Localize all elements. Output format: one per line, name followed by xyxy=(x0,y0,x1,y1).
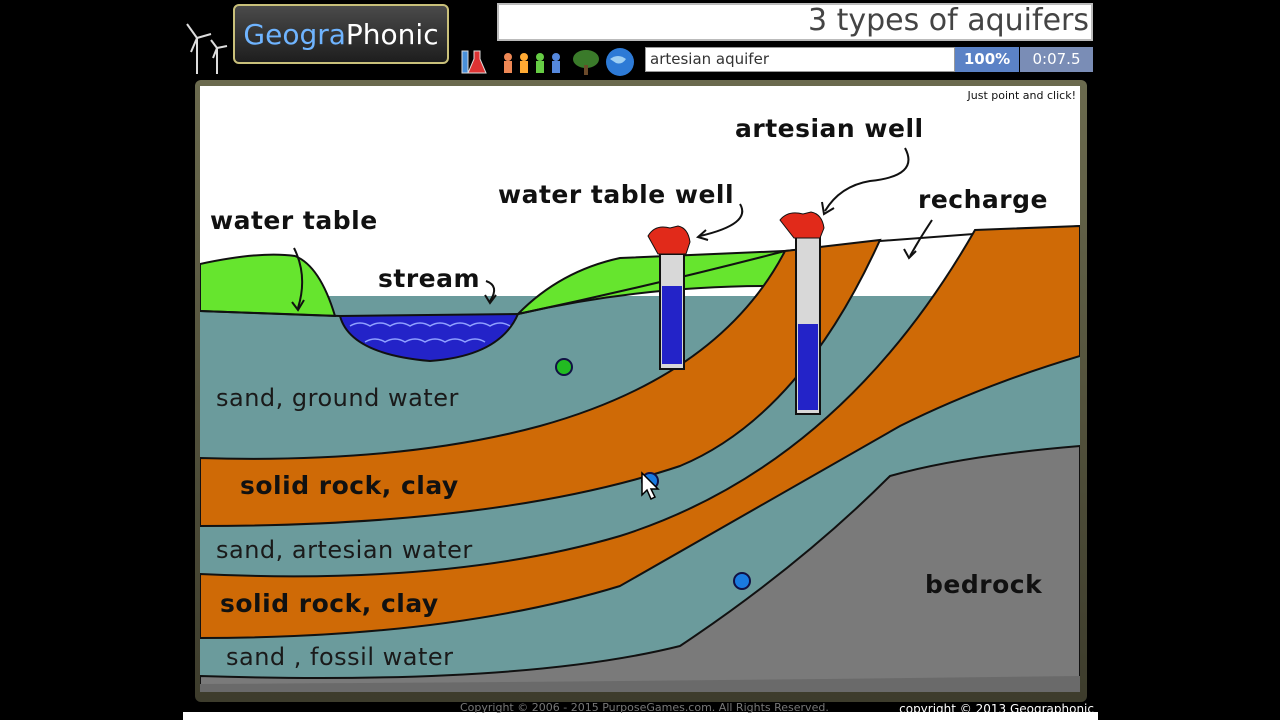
logo-text-phonic: Phonic xyxy=(346,18,439,51)
science-flask-icon[interactable] xyxy=(462,51,486,73)
tree-icon[interactable] xyxy=(573,50,599,75)
label-sand-artesian-water[interactable]: sand, artesian water xyxy=(216,536,473,564)
timer-display: 0:07.5 xyxy=(1020,47,1093,72)
footer-copyright: copyright © 2013 Geographonic xyxy=(899,702,1094,716)
quiz-title: 3 types of aquifers xyxy=(808,3,1089,38)
label-solid-rock-clay-upper[interactable]: solid rock, clay xyxy=(240,471,459,500)
label-sand-fossil-water[interactable]: sand , fossil water xyxy=(226,643,454,671)
answer-field[interactable]: artesian aquifer xyxy=(645,47,955,72)
label-stream[interactable]: stream xyxy=(378,264,480,293)
label-sand-ground-water[interactable]: sand, ground water xyxy=(216,384,459,412)
quiz-title-bar: 3 types of aquifers xyxy=(497,3,1093,41)
people-icon[interactable] xyxy=(504,53,560,73)
label-bedrock[interactable]: bedrock xyxy=(925,570,1042,599)
label-recharge[interactable]: recharge xyxy=(918,185,1048,214)
score-display: 100% xyxy=(955,47,1019,72)
windmill-icon xyxy=(183,18,231,74)
mouse-cursor-icon xyxy=(640,471,662,501)
footer-purposegames-copyright: Copyright © 2006 - 2015 PurposeGames.com… xyxy=(460,701,829,714)
aquifer-diagram[interactable]: Just point and click! artesian well wate… xyxy=(200,86,1080,692)
grass-left xyxy=(200,255,335,316)
label-solid-rock-clay-lower[interactable]: solid rock, clay xyxy=(220,589,439,618)
instruction-hint: Just point and click! xyxy=(968,89,1077,102)
label-water-table[interactable]: water table xyxy=(210,206,378,235)
answer-marker-green[interactable] xyxy=(555,358,573,376)
category-icons xyxy=(460,45,642,77)
logo-text-geogra: Geogra xyxy=(243,18,346,51)
label-artesian-well[interactable]: artesian well xyxy=(735,114,924,143)
label-water-table-well[interactable]: water table well xyxy=(498,180,734,209)
globe-icon[interactable] xyxy=(606,48,634,76)
answer-marker-blue[interactable] xyxy=(733,572,751,590)
